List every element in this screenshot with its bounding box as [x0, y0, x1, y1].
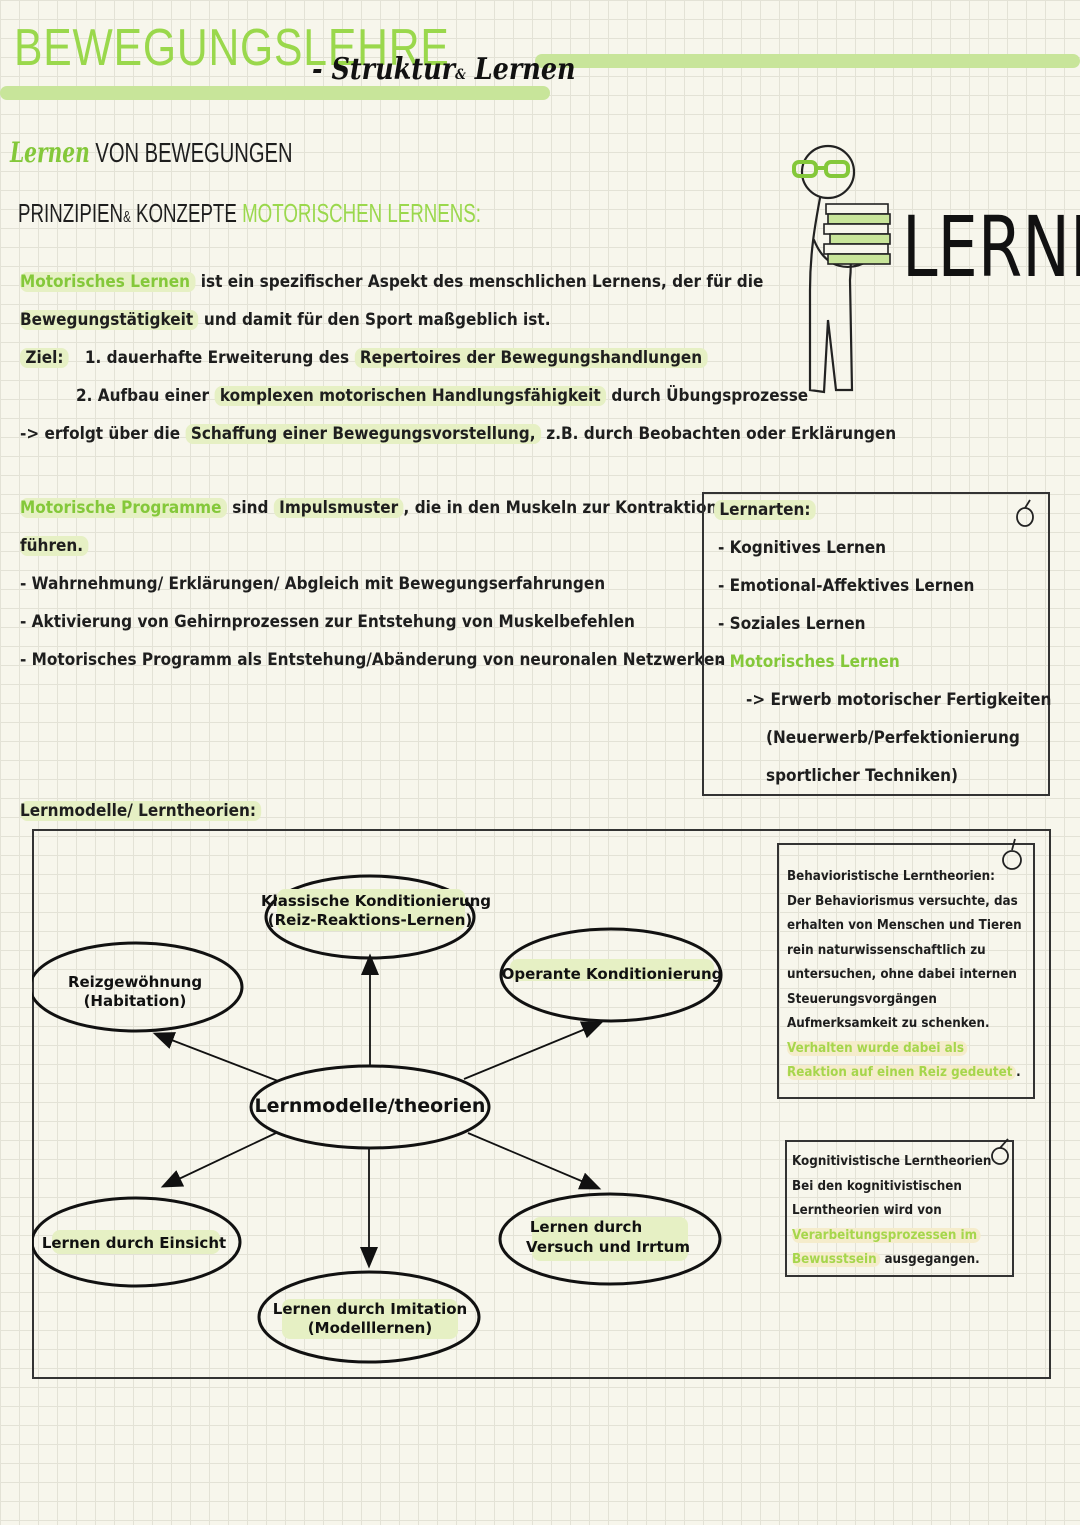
- node-imitation: [257, 1270, 481, 1364]
- lernen-word: LERNEN: [902, 198, 1080, 296]
- intro-line-1: Motorisches Lernen ist ein spezifischer …: [20, 272, 764, 292]
- behaviorism-box: Behavioristische Lerntheorien: Der Behav…: [777, 838, 1035, 1099]
- lernarten-box: Lernarten: - Kognitives Lernen - Emotion…: [702, 491, 1052, 796]
- lernmodelle-label: Lernmodelle/ Lerntheorien:: [20, 792, 262, 830]
- page-title: BEWEGUNGSLEHRE: [14, 19, 450, 77]
- einsicht-label: Lernen durch Einsicht: [42, 1234, 226, 1252]
- programs-line-2: führen.: [20, 527, 89, 565]
- page-subtitle: - Struktur& Lernen: [312, 52, 576, 87]
- lernmodelle-frame: [32, 829, 1051, 1379]
- arrow-to-einsicht: [160, 1132, 277, 1188]
- lernarten-item: - Kognitives Lernen: [718, 538, 887, 558]
- intro-line-2: Bewegungstätigkeit und damit für den Spo…: [20, 310, 551, 330]
- student-books-illustration: LERNEN: [792, 144, 1080, 394]
- reiz-label-1: Reizgewöhnung: [68, 973, 202, 991]
- programs-line-1: Motorische Programme sind Impulsmuster, …: [20, 498, 718, 518]
- versuch-label-2: Versuch und Irrtum: [526, 1238, 690, 1256]
- node-klassisch: [264, 874, 476, 960]
- node-reiz: [32, 941, 244, 1033]
- cognitivism-box: Kognitivistische Lerntheorien Bei den ko…: [785, 1138, 1014, 1277]
- programs-bullet-2: - Aktivierung von Gehirnprozessen zur En…: [20, 612, 635, 632]
- lernarten-item: - Emotional-Affektives Lernen: [718, 576, 975, 596]
- cognitivism-text: Kognitivistische Lerntheorien Bei den ko…: [792, 1150, 991, 1273]
- apple-icon: [991, 1138, 1009, 1165]
- lernarten-title: Lernarten:: [714, 491, 816, 529]
- center-node: [249, 1064, 491, 1150]
- intro-line-5: -> erfolgt über die Schaffung einer Bewe…: [20, 424, 897, 444]
- node-versuch: [498, 1192, 722, 1286]
- arrow-to-reiz: [152, 1032, 279, 1082]
- goal-line-1: Ziel: 1. dauerhafte Erweiterung des Repe…: [20, 339, 708, 377]
- lernarten-sub-3: sportlicher Techniken): [766, 766, 959, 786]
- section-subheading: PRINZIPIEN& KONZEPTE MOTORISCHEN LERNENS…: [18, 198, 481, 228]
- lernarten-item: - Soziales Lernen: [718, 614, 866, 634]
- programs-bullet-1: - Wahrnehmung/ Erklärungen/ Abgleich mit…: [20, 574, 606, 594]
- arrow-to-operant: [463, 1021, 604, 1080]
- apple-icon: [1002, 838, 1022, 870]
- lernarten-item-motorisch: - Motorisches Lernen: [718, 652, 900, 672]
- reiz-label-2: (Habitation): [84, 992, 187, 1010]
- head-shape: [800, 144, 856, 200]
- header-underline-left: [0, 86, 550, 100]
- versuch-label-1: Lernen durch: [530, 1218, 642, 1236]
- node-operant: [499, 927, 723, 1023]
- operant-label: Operante Konditionierung: [502, 965, 723, 983]
- goal-line-2: 2. Aufbau einer komplexen motorischen Ha…: [76, 386, 809, 406]
- imitation-label-1: Lernen durch Imitation: [273, 1300, 467, 1318]
- behaviorism-text: Behavioristische Lerntheorien: Der Behav…: [787, 865, 1022, 1086]
- arrow-to-versuch: [467, 1132, 602, 1190]
- center-label: Lernmodelle/theorien: [255, 1095, 486, 1117]
- behaviorism-title: Behavioristische Lerntheorien:: [787, 869, 995, 884]
- section-heading: Lernen VON BEWEGUNGEN: [10, 136, 293, 169]
- lernarten-sub-1: -> Erwerb motorischer Fertigkeiten: [746, 690, 1052, 710]
- imitation-label-2: (Modelllernen): [308, 1319, 432, 1337]
- node-einsicht: [32, 1196, 242, 1288]
- cognitivism-title: Kognitivistische Lerntheorien: [792, 1154, 992, 1169]
- klassisch-label-2: (Reiz-Reaktions-Lernen): [268, 911, 472, 929]
- lernmodelle-diagram: Lernmodelle/theorien Klassische Konditio…: [32, 874, 723, 1364]
- header-underline-right: [535, 54, 1080, 68]
- programs-bullet-3: - Motorisches Programm als Entstehung/Ab…: [20, 650, 726, 670]
- klassisch-label-1: Klassische Konditionierung: [261, 892, 491, 910]
- apple-icon: [1016, 499, 1034, 527]
- lernarten-sub-2: (Neuerwerb/Perfektionierung: [766, 728, 1020, 748]
